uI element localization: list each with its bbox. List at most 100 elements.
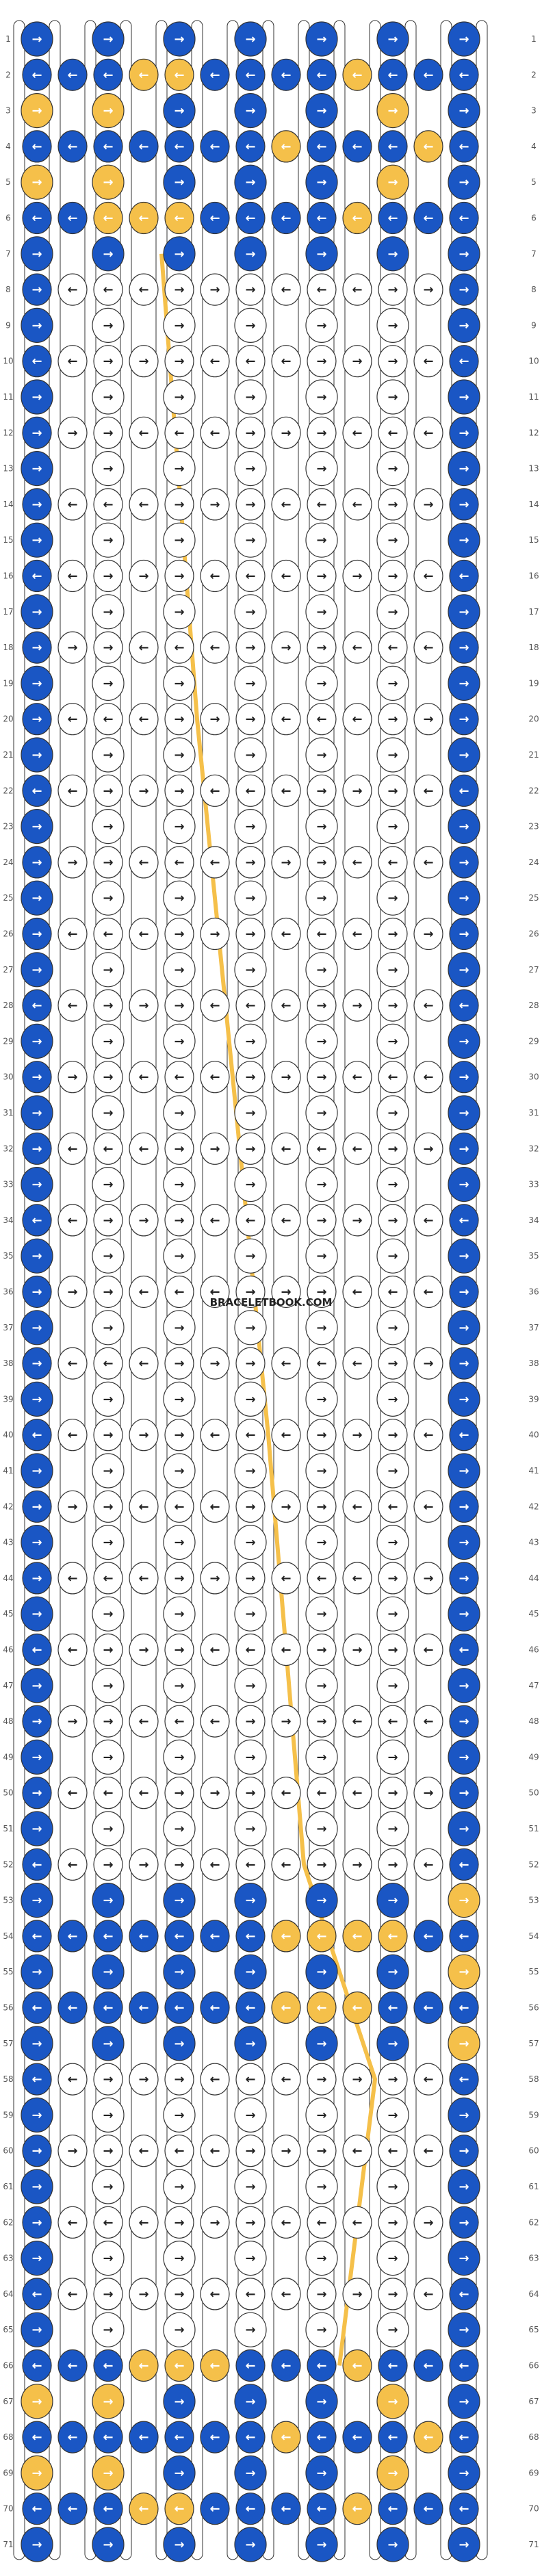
knot-icon: → (305, 2097, 338, 2133)
row-label-left: 69 (3, 2468, 13, 2477)
knot-icon: → (22, 488, 52, 521)
knot-icon: ← (129, 416, 159, 449)
arrow-left-icon: ← (138, 2144, 149, 2159)
knot-icon: → (92, 2312, 125, 2347)
knot-icon: ← (235, 1920, 266, 1953)
arrow-right-icon: → (31, 104, 42, 118)
knot-icon: → (92, 522, 125, 558)
knot-icon: ← (449, 1419, 479, 1452)
arrow-right-icon: → (387, 712, 398, 727)
knot-icon: → (163, 1811, 196, 1846)
arrow-left-icon: ← (138, 2502, 149, 2516)
arrow-left-icon: ← (209, 2502, 220, 2516)
knot-icon: ← (93, 1777, 123, 1809)
arrow-left-icon: ← (316, 1571, 326, 1586)
arrow-right-icon: → (174, 318, 184, 333)
knot-icon: → (376, 1023, 409, 1059)
row-label-left: 70 (3, 2504, 13, 2514)
arrow-right-icon: → (31, 390, 42, 404)
arrow-left-icon: ← (138, 1356, 149, 1371)
arrow-left-icon: ← (209, 1714, 220, 1729)
arrow-left-icon: ← (245, 1857, 255, 1872)
knot-icon: → (235, 1562, 266, 1595)
knot-icon: → (376, 1883, 409, 1918)
arrow-right-icon: → (423, 712, 433, 727)
knot-icon: → (305, 522, 338, 558)
knot-icon: ← (22, 1920, 52, 1953)
arrow-right-icon: → (31, 1786, 42, 1801)
knot-icon: ← (271, 273, 301, 306)
knot-icon: ← (413, 1419, 443, 1452)
arrow-right-icon: → (316, 1428, 326, 1443)
knot-icon: → (378, 345, 408, 378)
arrow-left-icon: ← (459, 1213, 469, 1228)
arrow-right-icon: → (423, 283, 433, 297)
arrow-right-icon: → (387, 1571, 398, 1586)
row-label-left: 63 (3, 2254, 13, 2263)
knot-icon: ← (378, 1275, 408, 1309)
knot-icon: → (449, 1347, 479, 1380)
arrow-left-icon: ← (281, 2430, 291, 2445)
knot-icon: → (342, 345, 372, 378)
arrow-right-icon: → (459, 2108, 469, 2122)
arrow-left-icon: ← (352, 211, 362, 226)
arrow-right-icon: → (31, 748, 42, 762)
knot-icon: → (164, 273, 194, 306)
arrow-left-icon: ← (352, 1070, 362, 1085)
arrow-left-icon: ← (423, 2359, 433, 2373)
knot-icon: → (448, 1310, 480, 1345)
arrow-right-icon: → (316, 748, 326, 762)
knot-icon: → (305, 1668, 338, 1703)
arrow-right-icon: → (316, 175, 326, 190)
arrow-right-icon: → (245, 820, 255, 834)
row-label-right: 35 (528, 1251, 539, 1261)
arrow-right-icon: → (31, 1106, 42, 1120)
knot-icon: ← (413, 559, 443, 593)
arrow-left-icon: ← (387, 140, 398, 154)
arrow-left-icon: ← (67, 1786, 77, 1801)
knot-icon: ← (200, 201, 230, 235)
arrow-right-icon: → (31, 641, 42, 655)
knot-icon: ← (57, 488, 88, 521)
arrow-right-icon: → (459, 498, 469, 512)
arrow-right-icon: → (31, 2144, 42, 2159)
arrow-right-icon: → (245, 1894, 255, 1908)
knot-icon: → (21, 808, 53, 845)
knot-icon: → (271, 1275, 301, 1309)
arrow-right-icon: → (174, 963, 184, 977)
knot-icon: → (376, 1668, 409, 1703)
knot-icon: → (234, 1811, 267, 1846)
knot-icon: → (235, 1275, 266, 1309)
knot-icon: → (57, 416, 88, 449)
knot-icon: → (378, 1633, 408, 1666)
knot-icon: ← (164, 2421, 194, 2453)
knot-icon: ← (271, 1920, 301, 1953)
knot-icon: → (235, 1490, 266, 1523)
row-label-right: 34 (528, 1215, 539, 1225)
knot-icon: ← (449, 2063, 479, 2096)
arrow-left-icon: ← (459, 355, 469, 369)
arrow-right-icon: → (103, 1034, 113, 1048)
knot-icon: → (21, 2312, 53, 2347)
arrow-left-icon: ← (245, 2072, 255, 2087)
arrow-right-icon: → (316, 1607, 326, 1621)
knot-icon: ← (378, 1920, 408, 1953)
row-label-left: 51 (3, 1824, 13, 1833)
arrow-right-icon: → (103, 533, 113, 548)
arrow-right-icon: → (281, 2144, 291, 2159)
arrow-right-icon: → (459, 1178, 469, 1192)
row-label-right: 38 (528, 1358, 539, 1368)
arrow-right-icon: → (174, 355, 184, 369)
arrow-left-icon: ← (174, 1714, 184, 1729)
knot-icon: ← (271, 2349, 301, 2382)
knot-icon: → (449, 1490, 479, 1523)
arrow-right-icon: → (174, 104, 184, 118)
arrow-left-icon: ← (387, 1285, 398, 1300)
knot-icon: → (376, 665, 409, 701)
knot-icon: ← (342, 703, 372, 736)
arrow-right-icon: → (459, 1285, 469, 1300)
arrow-right-icon: → (245, 2395, 255, 2409)
knot-icon: ← (235, 559, 266, 593)
knot-icon: → (200, 488, 230, 521)
knot-icon: → (163, 1310, 196, 1345)
